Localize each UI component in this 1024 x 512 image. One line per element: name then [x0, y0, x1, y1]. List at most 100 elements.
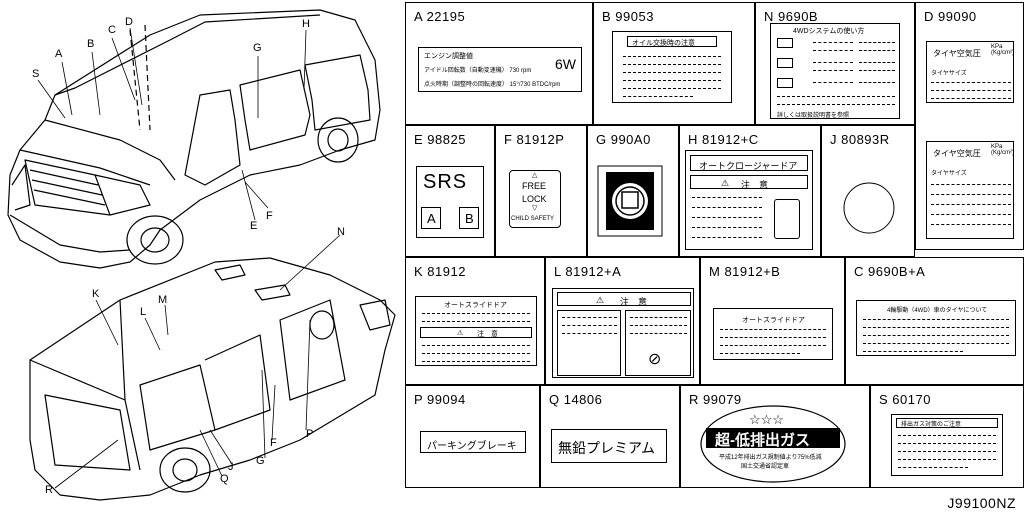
- callout-q: Q: [220, 473, 229, 485]
- cell-f: F 81912P △ FREE LOCK ▽ CHILD SAFETY: [495, 125, 587, 257]
- vehicle-drawings: [7, 9, 396, 501]
- cell-j: J 80893R: [821, 125, 915, 257]
- cell-b: B 99053 オイル交換時の注意: [593, 2, 755, 125]
- cell-s: S 60170 排出ガス対策のご注意: [870, 385, 1024, 488]
- cell-e: E 98825 SRS A B: [405, 125, 495, 257]
- tire-label-2: タイヤ空気圧 KPa (Kg/cm²) タイヤサイズ: [926, 141, 1014, 239]
- tire-label-2-unit: KPa (Kg/cm²): [991, 144, 1014, 156]
- stars: ☆☆☆: [749, 412, 784, 427]
- part-code: A 22195: [414, 9, 466, 24]
- round-label-icon: [843, 182, 895, 234]
- tire-label-1-unit: KPa (Kg/cm²): [991, 44, 1014, 56]
- callout-e: E: [250, 220, 258, 232]
- warning-icon: ⚠: [721, 178, 730, 188]
- child-lock-label: △ FREE LOCK ▽ CHILD SAFETY: [509, 170, 561, 228]
- cell-m: M 81912+B オートスライドドア: [700, 257, 845, 385]
- part-code: H 81912+C: [688, 132, 759, 147]
- callout-p: P: [306, 428, 314, 440]
- cell-r: R 99079 ☆☆☆ 超-低排出ガス 平成12年排出ガス規制値より75%低減 …: [680, 385, 870, 488]
- callout-j: J: [228, 461, 234, 473]
- engine-label-line2: アイドル回転数（自動変速機） 730 rpm: [424, 68, 532, 74]
- callout-f-front: F: [266, 210, 273, 222]
- child-safety-text: CHILD SAFETY: [511, 216, 555, 222]
- diagram-id: J99100NZ: [947, 495, 1016, 511]
- unleaded-premium-text: 無鉛プレミアム: [558, 440, 656, 456]
- callout-n: N: [337, 226, 345, 238]
- caution-panel-left: [557, 310, 621, 376]
- part-code: D 99090: [924, 9, 977, 24]
- callout-l: L: [140, 306, 147, 318]
- tire-label-2-title: タイヤ空気圧: [933, 149, 981, 158]
- 4wd-label-foot: 詳しくは取扱説明書を参照: [777, 113, 850, 119]
- warning-icon: ⚠: [596, 295, 605, 305]
- tire-label-2-sub: タイヤサイズ: [931, 171, 967, 177]
- engine-label-line3: 点火時期（調整時の回転速度） 15°/730 BTDC/rpm: [424, 82, 561, 88]
- engine-label-line1: エンジン調整値: [424, 53, 473, 60]
- callout-g-rear: G: [256, 455, 265, 467]
- unleaded-premium-label: 無鉛プレミアム: [551, 429, 667, 463]
- down-arrow-icon: ▽: [532, 205, 538, 212]
- warning-icon: ⚠: [457, 330, 464, 337]
- low-emission-main: 超-低排出ガス: [715, 432, 810, 449]
- callout-a: A: [55, 48, 63, 60]
- cell-h: H 81912+C オートクロージャードア ⚠注 意: [679, 125, 821, 257]
- tire-label-1-title: タイヤ空気圧: [933, 49, 981, 58]
- callout-m: M: [158, 294, 168, 306]
- part-code: L 81912+A: [554, 264, 622, 279]
- engine-label-badge: 6W: [555, 56, 576, 72]
- srs-a: A: [427, 211, 436, 226]
- free-text: FREE: [522, 181, 547, 191]
- auto-slide-label-m: オートスライドドア: [713, 308, 833, 360]
- cell-a: A 22195 エンジン調整値 アイドル回転数（自動変速機） 730 rpm 点…: [405, 2, 593, 125]
- caution-warn-l: 注 意: [620, 297, 648, 307]
- part-code: Q 14806: [549, 392, 603, 407]
- auto-slide-warn-k: 注 意: [477, 331, 498, 338]
- callout-s: S: [32, 68, 40, 80]
- callout-r: R: [45, 484, 53, 496]
- emission-note-title: 排出ガス対策のご注意: [901, 422, 962, 428]
- seatbelt-label-icon: [597, 165, 663, 237]
- 4wd-tire-label: 4輪駆動（4WD）車のタイヤについて: [856, 300, 1016, 356]
- cell-d: D 99090 タイヤ空気圧 KPa (Kg/cm²) タイヤサイズ タイヤ空気…: [915, 2, 1024, 250]
- part-code: B 99053: [602, 9, 654, 24]
- engine-label: エンジン調整値 アイドル回転数（自動変速機） 730 rpm 点火時期（調整時の…: [418, 47, 582, 92]
- part-code: E 98825: [414, 132, 466, 147]
- parking-brake-text: パーキングブレーキ: [427, 441, 517, 452]
- oil-label-title-box: オイル交換時の注意: [627, 36, 717, 47]
- auto-closure-warn: 注 意: [741, 180, 769, 190]
- callout-d: D: [125, 16, 133, 28]
- srs-label: SRS A B: [416, 166, 484, 238]
- callout-c: C: [108, 24, 116, 36]
- 4wd-label: 4WDシステムの使い方 詳しくは取扱説明書を参照: [770, 23, 900, 119]
- oil-label: オイル交換時の注意: [612, 31, 732, 103]
- cell-n: N 9690B 4WDシステムの使い方 詳しくは取扱説明書を参照: [755, 2, 915, 125]
- cell-c: C 9690B+A 4輪駆動（4WD）車のタイヤについて: [845, 257, 1024, 385]
- oil-label-title: オイル交換時の注意: [632, 40, 695, 47]
- callout-b: B: [87, 38, 95, 50]
- auto-closure-label: オートクロージャードア ⚠注 意: [685, 150, 813, 250]
- part-code: N 9690B: [764, 9, 819, 24]
- callout-k: K: [92, 288, 100, 300]
- part-code: S 60170: [879, 392, 931, 407]
- cell-l: L 81912+A ⚠ 注 意 ⊘: [545, 257, 700, 385]
- caution-panel-right: ⊘: [625, 310, 691, 376]
- low-emission-sub1: 平成12年排出ガス規制値より75%低減: [719, 455, 822, 461]
- part-code: P 99094: [414, 392, 466, 407]
- part-code: M 81912+B: [709, 264, 781, 279]
- part-code: K 81912: [414, 264, 466, 279]
- callout-g-front: G: [253, 42, 262, 54]
- up-arrow-icon: △: [532, 172, 538, 179]
- srs-text: SRS: [423, 171, 468, 193]
- prohibited-icon: ⊘: [648, 351, 662, 368]
- caution-label-l: ⚠ 注 意 ⊘: [552, 288, 694, 378]
- auto-slide-title-m: オートスライドドア: [742, 317, 805, 324]
- part-code: R 99079: [689, 392, 742, 407]
- cell-p: P 99094 パーキングブレーキ: [405, 385, 540, 488]
- label-grid: A 22195 エンジン調整値 アイドル回転数（自動変速機） 730 rpm 点…: [405, 0, 1024, 512]
- part-code: C 9690B+A: [854, 264, 926, 279]
- parking-brake-label: パーキングブレーキ: [420, 431, 526, 453]
- part-code: F 81912P: [504, 132, 565, 147]
- auto-slide-label-k: オートスライドドア ⚠ 注 意: [415, 296, 537, 366]
- auto-slide-title-k: オートスライドドア: [444, 302, 507, 309]
- emission-note-label: 排出ガス対策のご注意: [891, 414, 1003, 476]
